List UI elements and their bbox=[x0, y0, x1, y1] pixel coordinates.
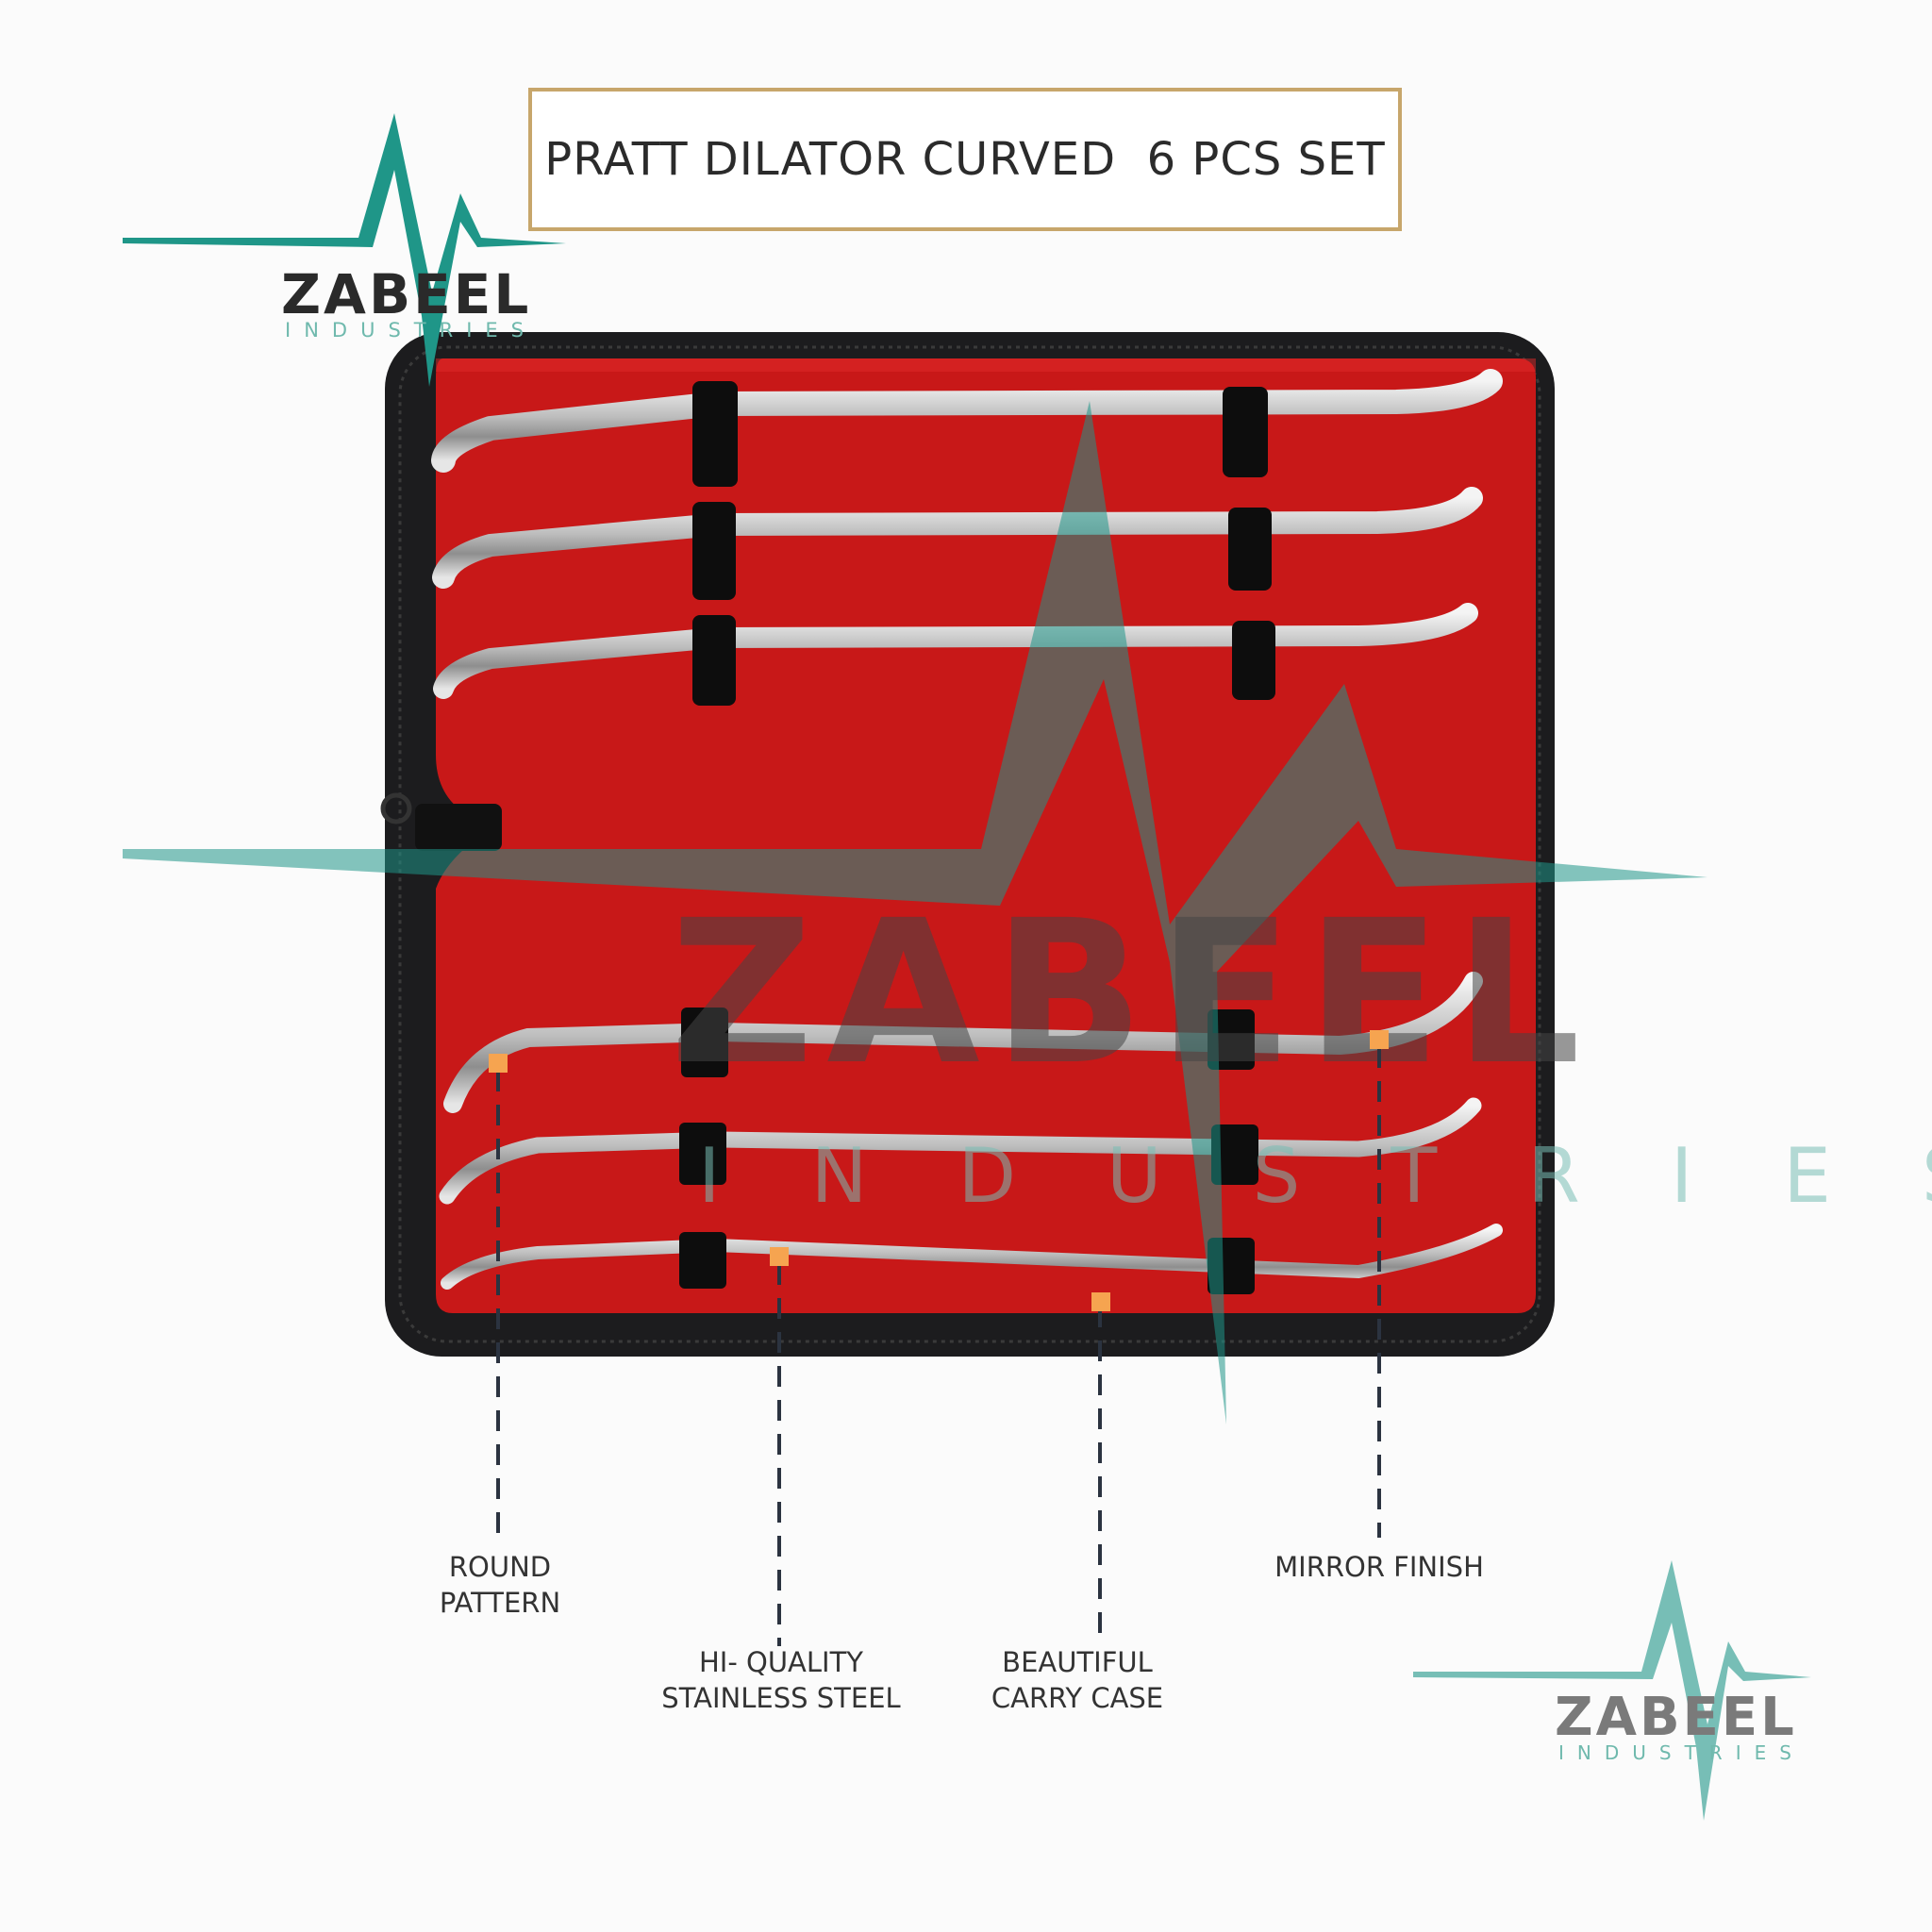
callout-mirror-finish: MIRROR FINISH bbox=[1274, 1551, 1484, 1583]
marker-steel bbox=[770, 1247, 789, 1266]
dilator-4 bbox=[443, 972, 1483, 1113]
dilator-1 bbox=[431, 369, 1503, 473]
marker-round bbox=[489, 1054, 508, 1073]
dilator-5 bbox=[439, 1097, 1482, 1205]
zipper-pull bbox=[415, 804, 502, 851]
dilator-6 bbox=[441, 1224, 1503, 1290]
dilator-3 bbox=[433, 603, 1478, 699]
logo-top-left: ZABEEL INDUSTRIES bbox=[0, 0, 585, 415]
watermark-brand-subtitle: INDUSTRIES bbox=[698, 1132, 1932, 1220]
page-title: PRATT DILATOR CURVED 6 PCS SET bbox=[544, 133, 1386, 186]
elastic-straps bbox=[679, 381, 1275, 1294]
title-box: PRATT DILATOR CURVED 6 PCS SET bbox=[528, 88, 1402, 231]
heartbeat-logo-icon bbox=[1413, 1560, 1811, 1821]
logo-bottom-right: ZABEEL INDUSTRIES bbox=[1396, 1547, 1924, 1849]
marker-case bbox=[1091, 1292, 1110, 1311]
watermark-brand-name: ZABEEL bbox=[670, 877, 1594, 1108]
dilator-2 bbox=[432, 487, 1483, 589]
logo-brand-subtitle: INDUSTRIES bbox=[285, 319, 537, 341]
marker-mirror bbox=[1370, 1030, 1389, 1049]
logo-brand-name: ZABEEL bbox=[281, 262, 532, 326]
logo-brand-subtitle: INDUSTRIES bbox=[1558, 1741, 1805, 1764]
heartbeat-logo-icon bbox=[123, 113, 566, 387]
logo-brand-name: ZABEEL bbox=[1555, 1687, 1797, 1748]
